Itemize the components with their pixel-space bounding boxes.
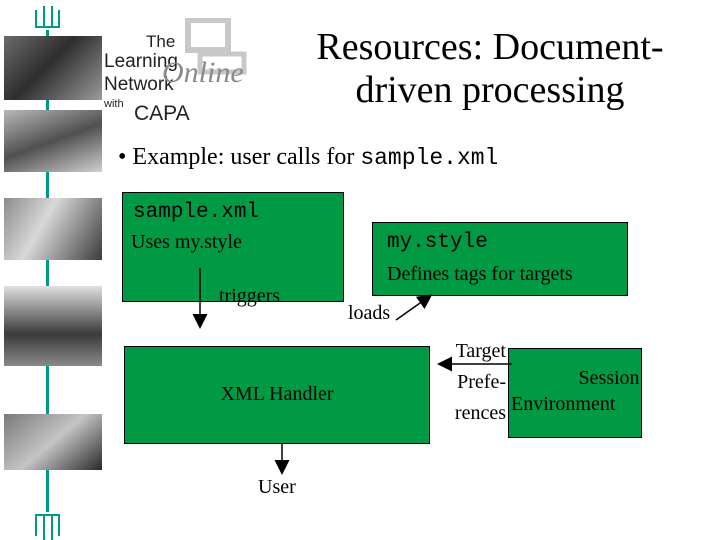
logo-with: with xyxy=(104,98,124,110)
sample-uses-label: Uses my.style xyxy=(131,231,242,253)
bullet-text: • Example: user calls for xyxy=(118,144,361,170)
environment-label: Environment xyxy=(511,393,616,415)
my-style-box: my.style Defines tags for targets xyxy=(372,222,628,296)
photo-student-laptop xyxy=(4,36,102,100)
title-line-1: Resources: Document- xyxy=(316,26,664,68)
photo-student-books xyxy=(4,414,102,470)
title-line-2: driven processing xyxy=(355,69,625,111)
sample-xml-box: sample.xml Uses my.style triggers xyxy=(122,192,344,307)
my-style-label: my.style xyxy=(387,231,488,254)
target-line-2: Prefe- xyxy=(457,371,506,393)
triggers-label: triggers xyxy=(219,285,281,307)
bottom-grid-ornament xyxy=(34,512,61,540)
session-environment-box: Session Environment xyxy=(508,348,642,438)
photo-lecture xyxy=(4,198,102,260)
vertical-ornament-bar xyxy=(46,30,49,512)
photo-library-hall xyxy=(4,286,102,366)
logo: The Learning Network with CAPA Online xyxy=(104,18,274,128)
slide-title: Resources: Document- driven processing xyxy=(280,26,700,112)
target-line-3: rences xyxy=(454,402,506,424)
logo-capa: CAPA xyxy=(134,102,190,125)
loads-arrow xyxy=(395,294,433,321)
defines-tags-label: Defines tags for targets xyxy=(387,263,573,285)
target-preferences-label: Target Prefe- rences xyxy=(430,336,506,429)
loads-label: loads xyxy=(348,302,391,324)
bullet-code: sample.xml xyxy=(360,145,499,171)
target-line-1: Target xyxy=(455,340,506,362)
computer-icon xyxy=(185,18,247,75)
logo-online: Online xyxy=(162,56,244,89)
bullet-example: • Example: user calls for sample.xml xyxy=(118,144,498,171)
logo-the: The xyxy=(146,32,176,51)
sample-xml-label: sample.xml xyxy=(133,201,260,224)
user-label: User xyxy=(258,476,296,498)
session-label: Session xyxy=(578,367,640,389)
logo-learning: Learning xyxy=(104,51,178,72)
xml-handler-label: XML Handler xyxy=(220,383,334,405)
xml-handler-box: XML Handler xyxy=(124,346,430,444)
photo-student-desk xyxy=(4,110,102,172)
logo-network: Network xyxy=(104,74,174,95)
top-grid-ornament xyxy=(34,6,61,34)
